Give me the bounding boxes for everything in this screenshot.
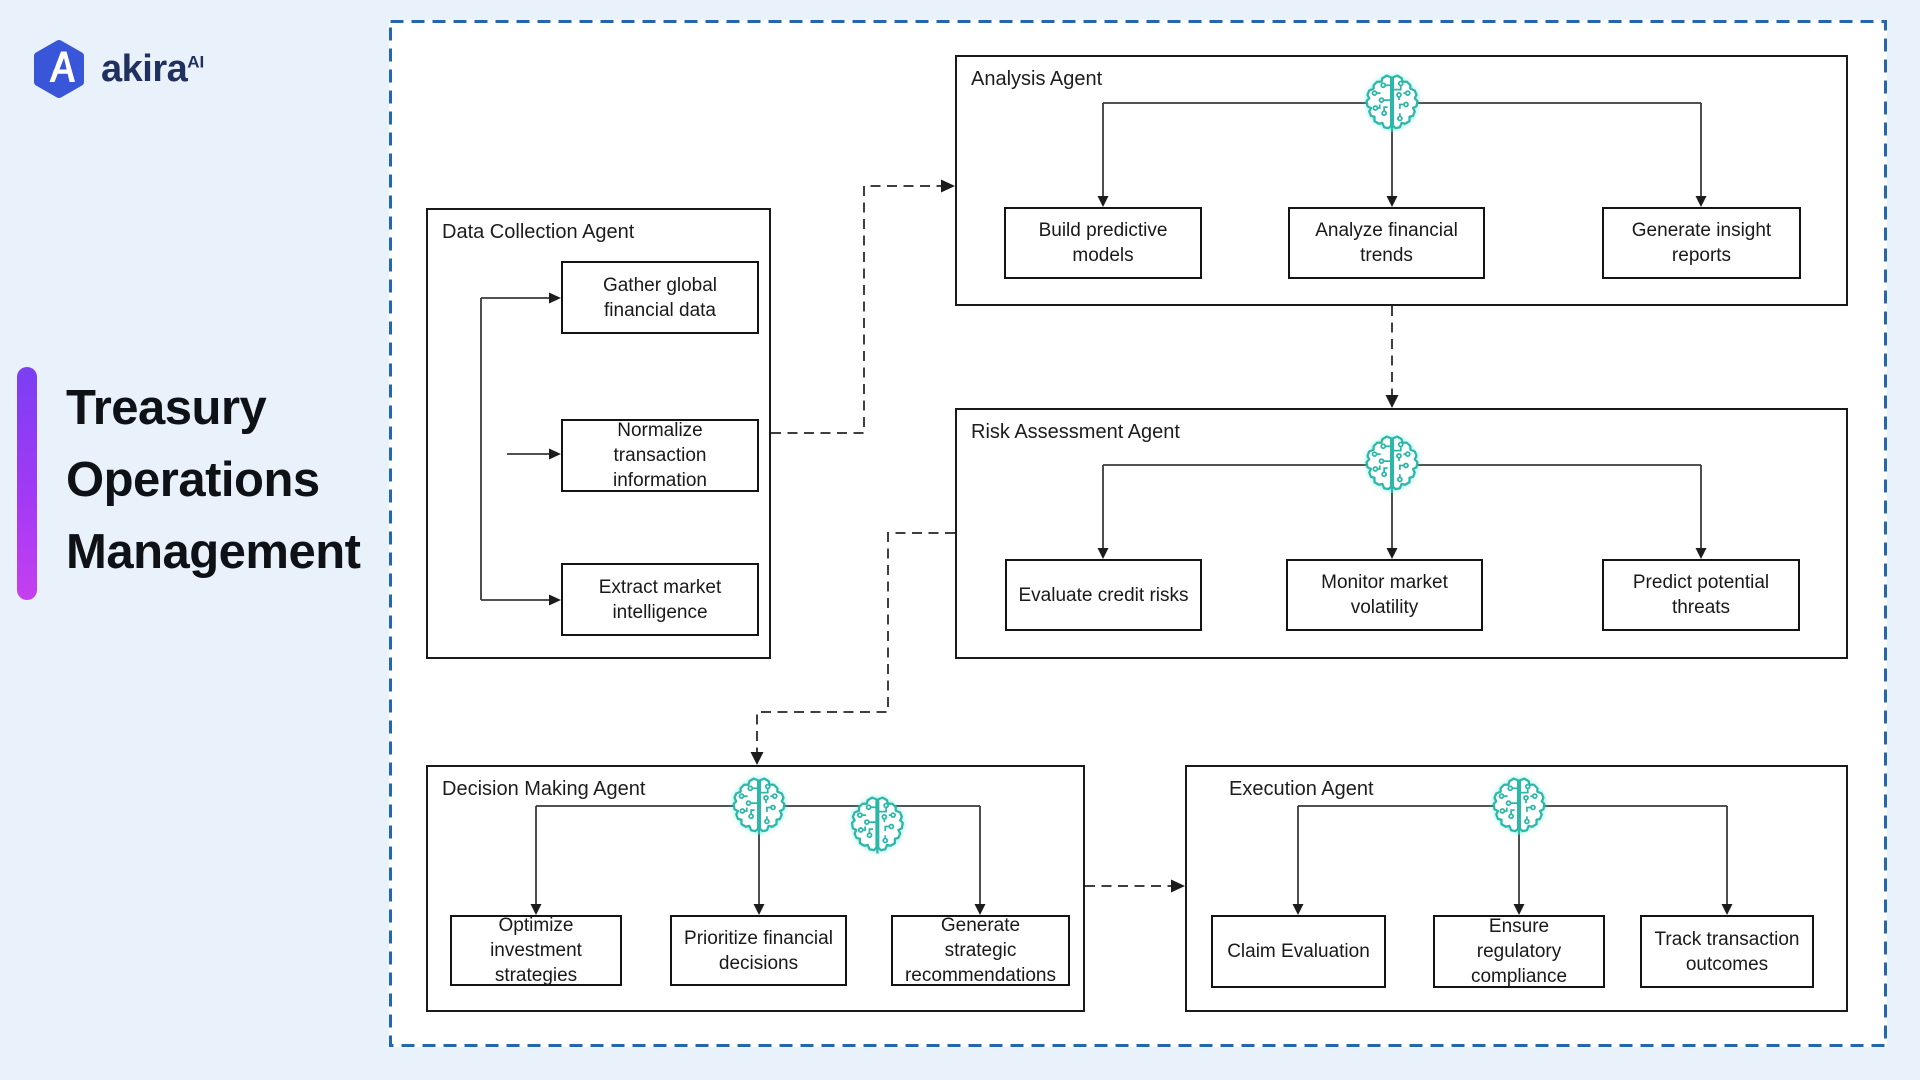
brand-name: akiraAI	[101, 48, 204, 91]
title-accent-bar	[17, 367, 37, 600]
agent-label-risk-assessment: Risk Assessment Agent	[971, 421, 1180, 443]
title-line-2: Operations	[66, 453, 320, 507]
task-box-generate-insight-reports: Generate insight reports	[1602, 207, 1801, 279]
akira-hexagon-logo-icon	[34, 40, 84, 98]
brand-text: akira	[101, 47, 188, 90]
agent-label-execution: Execution Agent	[1229, 778, 1374, 800]
task-box-track-transaction-outcomes: Track transaction outcomes	[1640, 915, 1814, 988]
akira-logo: akiraAI	[30, 38, 204, 100]
task-box-monitor-market-volatility: Monitor market volatility	[1286, 559, 1483, 631]
task-box-generate-strategic-recommendations: Generate strategic recommendations	[891, 915, 1070, 986]
task-box-ensure-regulatory-compliance: Ensure regulatory compliance	[1433, 915, 1605, 988]
task-box-build-predictive-models: Build predictive models	[1004, 207, 1202, 279]
title-line-3: Management	[66, 525, 361, 579]
task-box-gather-global-financial-data: Gather global financial data	[561, 261, 759, 334]
task-box-extract-market-intelligence: Extract market intelligence	[561, 563, 759, 636]
task-box-prioritize-financial-decisions: Prioritize financial decisions	[670, 915, 847, 986]
task-box-analyze-financial-trends: Analyze financial trends	[1288, 207, 1485, 279]
page-title: Treasury Operations Management	[66, 372, 361, 588]
agent-label-decision-making: Decision Making Agent	[442, 778, 646, 800]
task-box-claim-evaluation: Claim Evaluation	[1211, 915, 1386, 988]
brand-suffix: AI	[187, 51, 205, 71]
task-box-evaluate-credit-risks: Evaluate credit risks	[1005, 559, 1202, 631]
agent-label-data-collection: Data Collection Agent	[442, 221, 635, 243]
agent-label-analysis: Analysis Agent	[971, 68, 1103, 90]
task-box-predict-potential-threats: Predict potential threats	[1602, 559, 1800, 631]
task-box-normalize-transaction-information: Normalize transaction information	[561, 419, 759, 492]
task-box-optimize-investment-strategies: Optimize investment strategies	[450, 915, 622, 986]
title-line-1: Treasury	[66, 381, 267, 435]
